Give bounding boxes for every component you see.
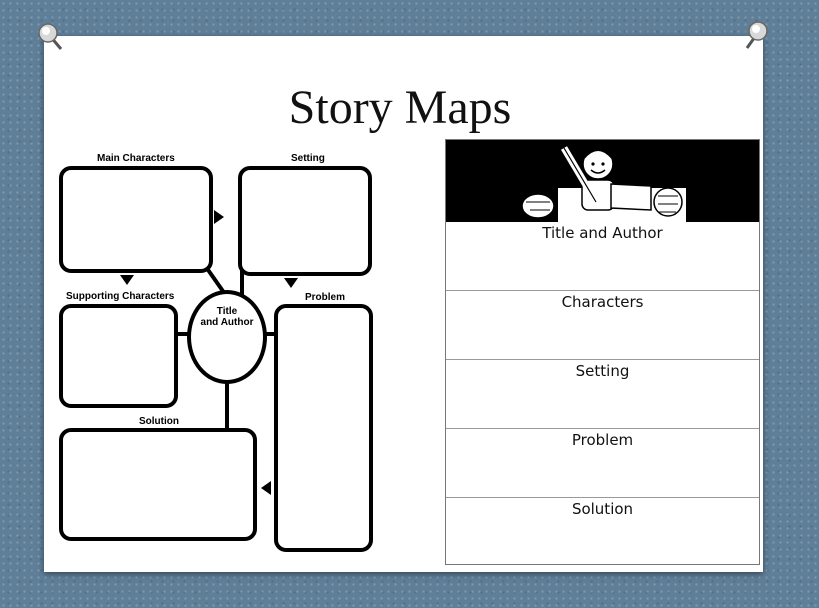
arrow-down-icon xyxy=(120,275,134,285)
supporting-characters-label: Supporting Characters xyxy=(66,291,175,302)
setting-box xyxy=(238,166,372,276)
title-and-author-ellipse: Title and Author xyxy=(187,290,267,384)
arrow-left-icon xyxy=(261,481,271,495)
connector-line xyxy=(263,332,277,336)
table-row: Solution xyxy=(446,497,759,565)
main-characters-box xyxy=(59,166,213,273)
table-row: Problem xyxy=(446,428,759,497)
row-label: Characters xyxy=(561,293,644,311)
supporting-characters-box xyxy=(59,304,178,408)
row-label: Setting xyxy=(575,362,630,380)
connector-line xyxy=(225,381,229,429)
connector-line xyxy=(175,332,191,336)
slide-title: Story Maps xyxy=(288,81,512,134)
row-label: Problem xyxy=(571,431,634,449)
solution-label: Solution xyxy=(139,416,179,427)
table-row: Title and Author xyxy=(446,222,759,290)
push-pin-icon xyxy=(745,21,768,49)
arrow-right-icon xyxy=(214,210,224,224)
story-map-table: Title and Author Characters Setting Prob… xyxy=(445,139,760,565)
problem-box xyxy=(274,304,373,552)
table-row: Characters xyxy=(446,290,759,359)
main-characters-label: Main Characters xyxy=(97,153,175,164)
row-label: Title and Author xyxy=(542,224,663,242)
problem-label: Problem xyxy=(305,292,346,303)
arrow-down-icon xyxy=(284,278,298,288)
title-and-author-label: Title and Author xyxy=(200,306,254,328)
reading-kid-clipart-icon xyxy=(521,146,686,222)
setting-label: Setting xyxy=(291,153,325,164)
row-label: Solution xyxy=(571,500,634,518)
solution-box xyxy=(59,428,257,541)
table-row: Setting xyxy=(446,359,759,428)
story-map-graphic-organizer: Main Characters Setting Supporting Chara… xyxy=(55,133,382,561)
push-pin-icon xyxy=(38,23,63,50)
connector-line xyxy=(240,260,244,312)
header-band xyxy=(446,140,759,222)
